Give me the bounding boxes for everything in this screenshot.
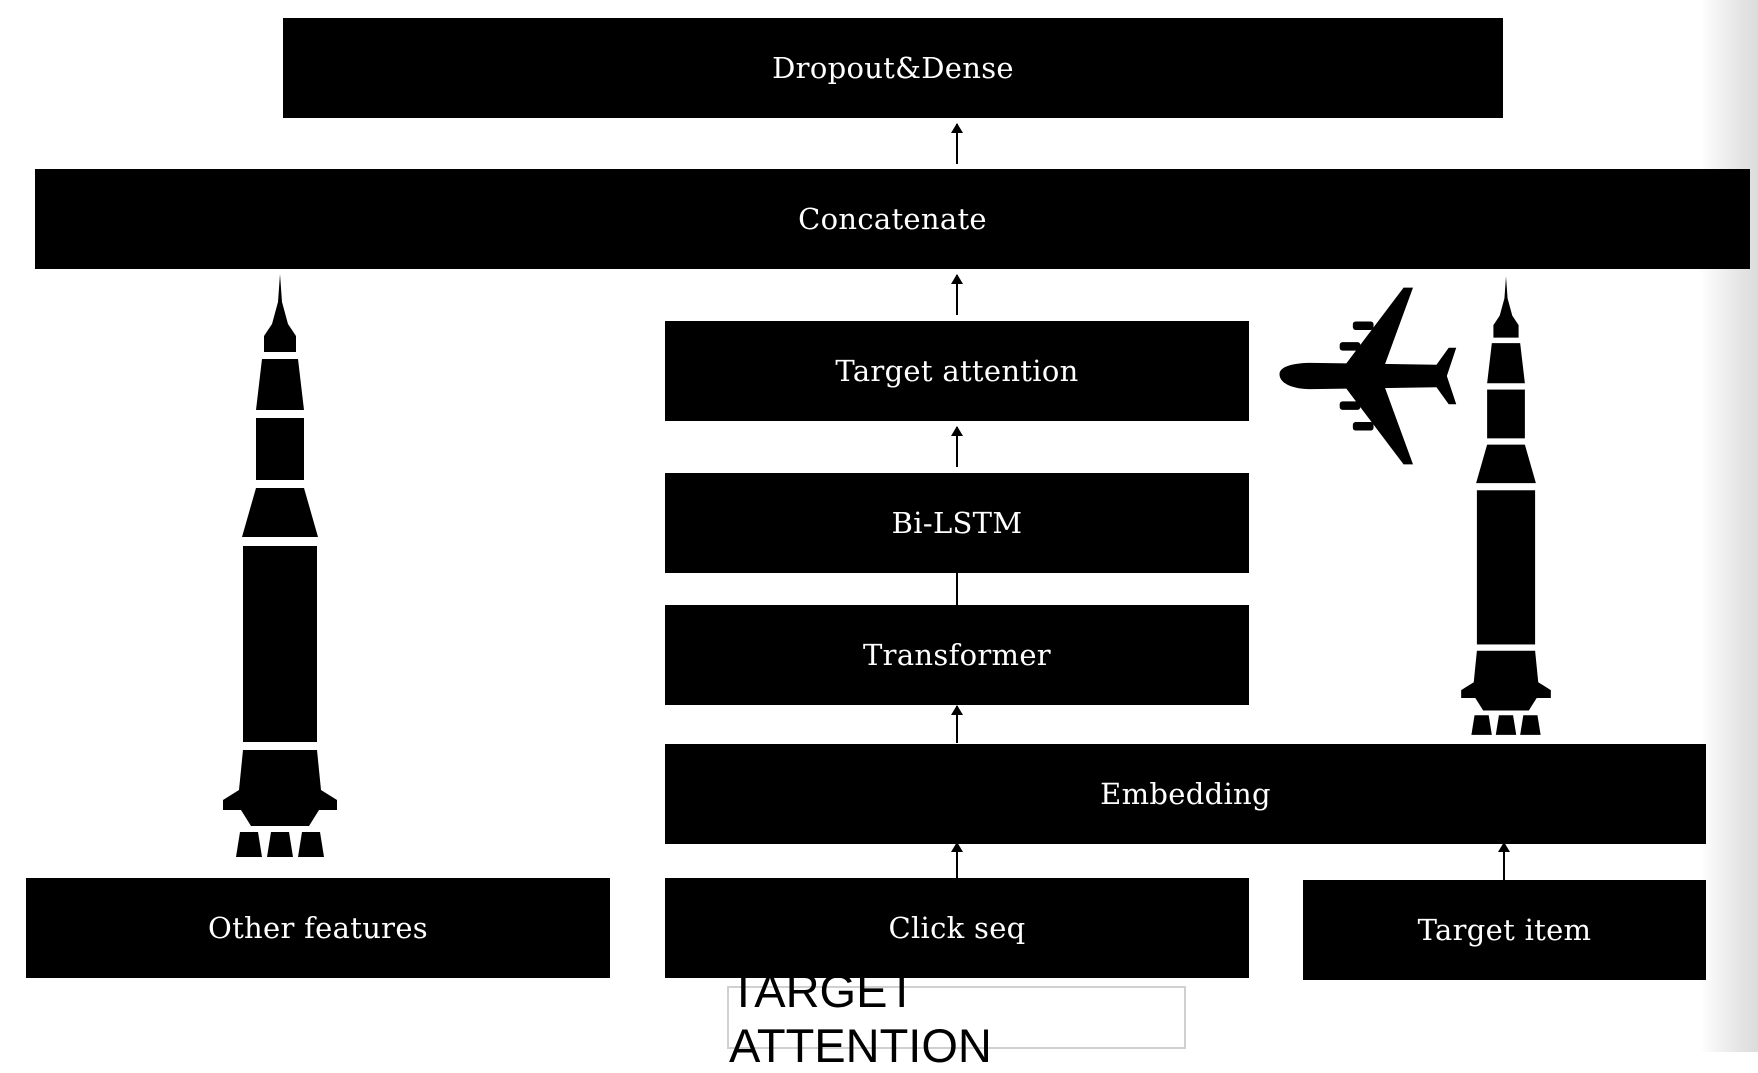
block-click-seq: Click seq <box>665 878 1249 978</box>
diagram-caption: TARGET ATTENTION <box>727 964 1186 1072</box>
rocket-icon <box>1461 276 1551 735</box>
arrow-targetitem-to-embedding <box>1498 842 1510 880</box>
block-dropout-dense: Dropout&Dense <box>283 18 1503 118</box>
arrow-attention-to-concatenate <box>951 274 963 315</box>
block-transformer-label: Transformer <box>863 638 1051 672</box>
block-concatenate: Concatenate <box>35 169 1750 269</box>
block-concatenate-label: Concatenate <box>798 202 987 236</box>
block-embedding: Embedding <box>665 744 1706 844</box>
block-target-item: Target item <box>1303 880 1706 980</box>
block-dropout-dense-label: Dropout&Dense <box>772 51 1014 85</box>
block-target-attention: Target attention <box>665 321 1249 421</box>
block-bilstm: Bi-LSTM <box>665 473 1249 573</box>
page-edge-shadow <box>1700 0 1758 1052</box>
arrow-embedding-to-transformer <box>951 705 963 743</box>
arrow-bilstm-to-attention <box>951 426 963 467</box>
block-target-attention-label: Target attention <box>835 354 1079 388</box>
connector-transformer-to-bilstm <box>956 573 958 605</box>
block-target-item-label: Target item <box>1417 913 1592 947</box>
block-transformer: Transformer <box>665 605 1249 705</box>
block-other-features: Other features <box>26 878 610 978</box>
block-click-seq-label: Click seq <box>888 911 1026 945</box>
airplane-icon <box>1279 287 1457 465</box>
arrow-clickseq-to-embedding <box>951 842 963 879</box>
diagram-caption-text: TARGET ATTENTION <box>729 963 992 1072</box>
block-embedding-label: Embedding <box>1100 777 1271 811</box>
block-other-features-label: Other features <box>208 911 428 945</box>
arrow-concatenate-to-dropout <box>951 123 963 164</box>
rocket-icon <box>223 274 337 857</box>
block-bilstm-label: Bi-LSTM <box>891 506 1023 540</box>
